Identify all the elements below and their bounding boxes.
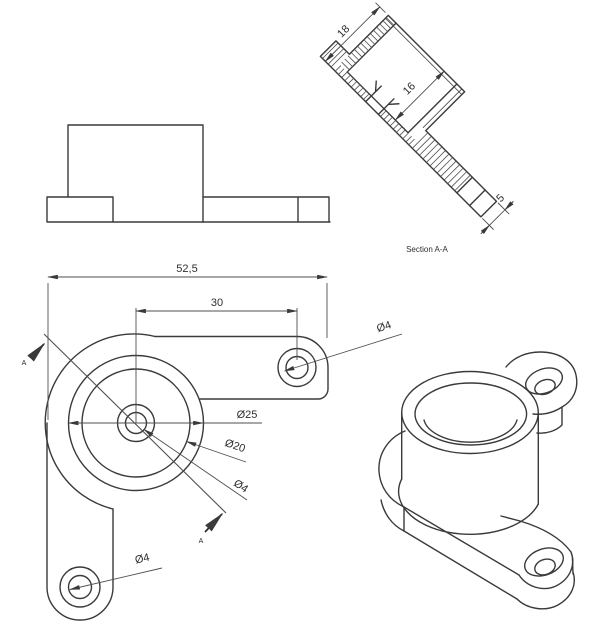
section-dim-total-height: 18 xyxy=(335,23,352,40)
plan-plate-corner-arc xyxy=(44,333,156,510)
section-edge-offsets xyxy=(385,17,463,129)
plan-bottom-arm xyxy=(46,422,114,621)
iso-bore-top xyxy=(414,382,528,446)
iso-top-lug-inner-edge xyxy=(532,406,563,415)
section-hatch-plate xyxy=(334,65,415,146)
front-view-boss-outline xyxy=(67,124,204,223)
front-view-base-outline xyxy=(46,196,331,223)
section-cutting-line xyxy=(43,333,227,514)
iso-top-lug-counterbore xyxy=(524,367,564,395)
dim-o4-center-leader xyxy=(143,428,248,501)
section-hatch-tail xyxy=(412,132,471,192)
section-dim16-line xyxy=(395,70,445,121)
dim-o4-right-leader xyxy=(283,333,403,372)
section-bore xyxy=(346,22,458,134)
dim-right-lug-hole-dia: Ø4 xyxy=(375,319,393,335)
iso-plate-front-edges xyxy=(403,506,520,600)
section-dim18-lines xyxy=(325,2,386,62)
dim-boss-inner-dia: Ø20 xyxy=(223,437,247,455)
iso-cylinder-sides xyxy=(401,412,539,505)
dim-30-lines xyxy=(135,308,298,423)
iso-bottom-lug-cap-thickness xyxy=(516,557,576,610)
dim-o20-leader xyxy=(185,441,247,463)
iso-top-lug xyxy=(505,351,578,434)
section-view-label: Section A-A xyxy=(406,245,448,254)
iso-bottom-lug-cap xyxy=(518,551,574,590)
section-hatch-left-wall xyxy=(341,17,395,71)
dim-o4-bottom-leader xyxy=(69,567,163,590)
section-lug-hole xyxy=(456,176,486,207)
iso-bottom-lug-hole xyxy=(534,558,556,576)
section-outline xyxy=(319,14,498,218)
plan-view: 52,5 30 Ø25 Ø20 Ø4 Ø4 Ø4 A A xyxy=(22,263,403,621)
dim-hole-spacing: 30 xyxy=(211,297,223,309)
dim-bottom-lug-hole-dia: Ø4 xyxy=(134,552,151,567)
bottom-lug-counterbore xyxy=(59,566,101,608)
section-arrow-bottom xyxy=(204,512,224,533)
dim-center-hole-dia: Ø4 xyxy=(231,477,250,495)
section-dim-plate-thickness: 5 xyxy=(494,192,507,205)
section-marker-a-bottom: A xyxy=(199,538,204,545)
iso-plate-back-edge xyxy=(500,515,572,553)
bottom-lug-hole xyxy=(67,574,93,600)
iso-cylinder-top xyxy=(401,370,540,455)
iso-plate-left-thickness xyxy=(380,499,405,532)
plan-right-arm xyxy=(154,335,329,400)
dim-52-lines xyxy=(47,276,328,420)
section-center-hole xyxy=(364,80,400,116)
front-view xyxy=(46,124,331,223)
iso-plate-left-arc xyxy=(378,430,406,508)
iso-top-lug-hole xyxy=(534,378,556,396)
section-arrow-top xyxy=(27,342,46,362)
dim-overall-width: 52,5 xyxy=(176,263,197,275)
iso-bore-floor xyxy=(423,419,518,443)
iso-cylinder-bottom xyxy=(397,478,539,536)
dim-boss-outer-dia: Ø25 xyxy=(237,409,258,421)
section-marker-a-top: A xyxy=(22,360,27,367)
section-dim-bore-depth: 16 xyxy=(401,80,418,97)
iso-view xyxy=(378,351,578,610)
section-view: 18 16 5 Section A-A xyxy=(319,2,514,254)
